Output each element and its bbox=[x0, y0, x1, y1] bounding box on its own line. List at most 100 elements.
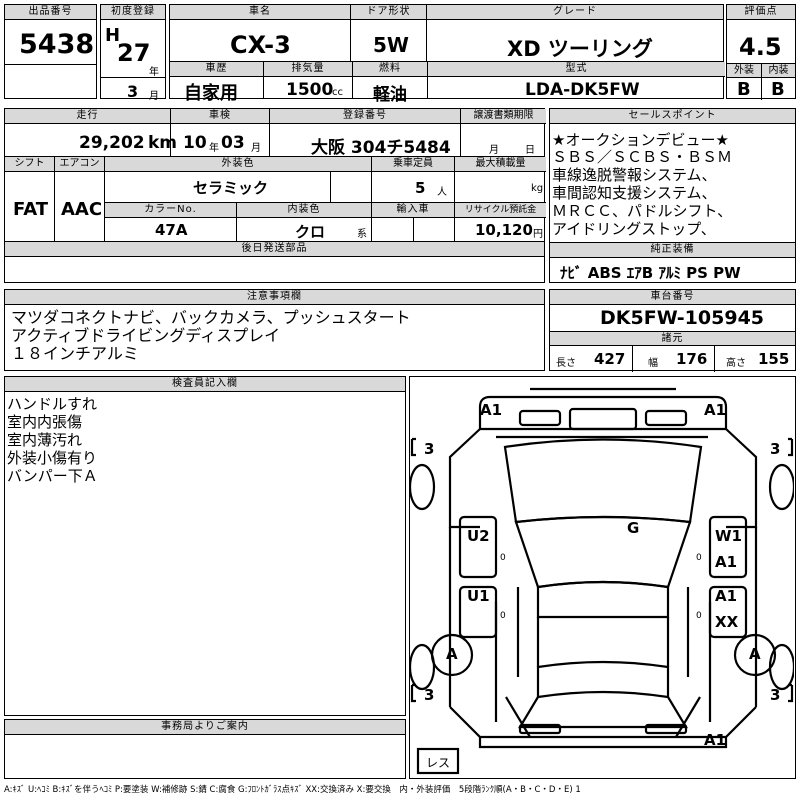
model-box: 車名 CX-3 bbox=[169, 4, 351, 62]
inspection-month: 03 bbox=[221, 133, 245, 153]
mileage-value: 29,202 bbox=[79, 133, 145, 153]
height-value: 155 bbox=[758, 350, 790, 368]
dmg-door-rr-2: XX bbox=[715, 613, 739, 631]
tire-rr: 3 bbox=[770, 686, 781, 704]
recycle-label: リサイクル預託金 bbox=[455, 203, 546, 218]
zero-mark-1: 0 bbox=[500, 553, 506, 563]
ext-color-value: セラミック bbox=[193, 179, 269, 197]
grade-box: グレード XD ツーリング bbox=[426, 4, 724, 62]
chassis-label: 車台番号 bbox=[550, 290, 795, 305]
inspector-line-3: 室内薄汚れ bbox=[7, 431, 83, 449]
mileage-row: 走行 29,202 km 車検 10 年 03 月 登録番号 大阪 304チ54… bbox=[4, 108, 546, 158]
color-no-label: カラーNo. bbox=[105, 203, 236, 218]
shift-label: シフト bbox=[5, 157, 54, 172]
office-box: 事務局よりご案内 bbox=[4, 719, 406, 779]
first-reg-year-unit: 年 bbox=[149, 67, 159, 78]
notes-box: 注意事項欄 マツダコネクトナビ、バックカメラ、プッシュスタート アクティブドライ… bbox=[4, 289, 545, 371]
lot-number: 5438 bbox=[19, 29, 95, 60]
first-reg-era: H bbox=[105, 25, 121, 46]
tire-fr: 3 bbox=[770, 440, 781, 458]
inspection-month-unit: 月 bbox=[251, 143, 261, 154]
score-box: 評価点 4.5 外装 内装 B B bbox=[726, 4, 796, 100]
mileage-label: 走行 bbox=[5, 109, 170, 124]
score-int-label: 内装 bbox=[761, 63, 795, 78]
sales-points-box: セールスポイント ★オークションデビュー★ ＳＢＳ／ＳＣＢＳ・ＢＳＭ 車線逸脱警… bbox=[549, 108, 796, 243]
type-value: LDA-DK5FW bbox=[525, 80, 640, 100]
car-diagram: A1 A1 3 3 G U2 W1 A1 0 0 U1 A1 XX 0 0 A … bbox=[409, 376, 796, 779]
fuel-value: 軽油 bbox=[373, 85, 407, 105]
fuel-label: 燃料 bbox=[353, 62, 427, 77]
aircon-label: エアコン bbox=[55, 157, 104, 172]
recycle-value: 10,120 bbox=[475, 221, 533, 239]
first-reg-label: 初度登録 bbox=[101, 5, 165, 20]
first-reg-year: 27 bbox=[117, 39, 151, 67]
length-label: 長さ bbox=[556, 358, 576, 369]
legend: A:ｷｽﾞ U:ﾍｺﾐ B:ｷｽﾞを伴うﾍｺﾐ P:要塗装 W:補修跡 S:錆 … bbox=[4, 785, 581, 795]
doors-value: 5W bbox=[373, 33, 409, 57]
car-outline-svg bbox=[410, 387, 794, 775]
history-row: 車歴 自家用 排気量 1500 cc 燃料 軽油 型式 LDA-DK5FW bbox=[169, 61, 725, 105]
width-label: 幅 bbox=[648, 358, 658, 369]
inspector-box: 検査員記入欄 ハンドルすれ 室内内張傷 室内薄汚れ 外装小傷有り バンパー下Ａ bbox=[4, 376, 406, 716]
dmg-wheel-left: A bbox=[446, 645, 458, 663]
transfer-day-unit: 日 bbox=[525, 145, 535, 156]
later-parts-box: 後日発送部品 bbox=[4, 241, 545, 283]
dmg-door-fr-1: W1 bbox=[715, 527, 742, 545]
int-color-unit: 系 bbox=[357, 229, 367, 240]
inspection-year: 10 bbox=[183, 133, 207, 153]
int-color-value: クロ bbox=[295, 223, 326, 241]
inspection-label: 車検 bbox=[171, 109, 269, 124]
capacity-value: 5 bbox=[415, 179, 426, 197]
mileage-unit: km bbox=[148, 133, 178, 153]
zero-mark-2: 0 bbox=[696, 553, 702, 563]
displacement-unit: cc bbox=[332, 87, 343, 98]
equipment-label: 純正装備 bbox=[550, 243, 795, 258]
zero-mark-4: 0 bbox=[696, 611, 702, 621]
transfer-label: 譲渡書類期限 bbox=[461, 109, 546, 124]
sales-point-line-1: ★オークションデビュー★ bbox=[552, 131, 729, 149]
dmg-wheel-right: A bbox=[749, 645, 761, 663]
type-label: 型式 bbox=[428, 62, 725, 77]
displacement-value: 1500 bbox=[286, 80, 334, 100]
doors-label: ドア形状 bbox=[351, 5, 426, 20]
first-reg-box: 初度登録 H 27 年 3 月 bbox=[100, 4, 166, 102]
notes-label: 注意事項欄 bbox=[5, 290, 544, 305]
dmg-door-rl: U1 bbox=[467, 587, 490, 605]
first-reg-month-unit: 月 bbox=[149, 91, 159, 102]
height-label: 高さ bbox=[726, 358, 746, 369]
score-ext-label: 外装 bbox=[727, 63, 761, 78]
dmg-front-left: A1 bbox=[480, 401, 503, 419]
grade-label: グレード bbox=[427, 5, 723, 20]
inspector-line-1: ハンドルすれ bbox=[7, 395, 98, 413]
recycle-unit: 円 bbox=[533, 229, 543, 240]
chassis-value: DK5FW-105945 bbox=[600, 307, 765, 329]
score-ext-value: B bbox=[737, 79, 751, 100]
zero-mark-3: 0 bbox=[500, 611, 506, 621]
first-reg-month: 3 bbox=[127, 82, 139, 101]
model-value: CX-3 bbox=[230, 31, 291, 59]
sales-point-line-4: 車間認知支援システム、 bbox=[552, 184, 717, 202]
length-value: 427 bbox=[594, 350, 626, 368]
transfer-month-unit: 月 bbox=[489, 145, 499, 156]
doors-box: ドア形状 5W bbox=[350, 4, 427, 62]
import-label: 輸入車 bbox=[372, 203, 454, 218]
lot-label: 出品番号 bbox=[5, 5, 96, 20]
equipment-value: ﾅﾋﾞ ABS ｴｱB ｱﾙﾐ PS PW bbox=[560, 264, 741, 282]
dmg-rear-right: A1 bbox=[704, 731, 727, 749]
model-label: 車名 bbox=[170, 5, 350, 20]
score-label: 評価点 bbox=[727, 5, 795, 20]
grade-value: XD ツーリング bbox=[507, 37, 653, 61]
inspector-line-5: バンパー下Ａ bbox=[7, 467, 98, 485]
rest-label: レス bbox=[426, 756, 451, 770]
capacity-unit: 人 bbox=[437, 187, 447, 198]
history-value: 自家用 bbox=[184, 83, 238, 104]
dmg-door-fl: U2 bbox=[467, 527, 490, 545]
equipment-box: 純正装備 ﾅﾋﾞ ABS ｴｱB ｱﾙﾐ PS PW bbox=[549, 242, 796, 283]
ext-color-label: 外装色 bbox=[105, 157, 371, 172]
history-label: 車歴 bbox=[170, 62, 263, 77]
sales-point-line-6: アイドリングストップ、 bbox=[552, 220, 716, 238]
int-color-label: 内装色 bbox=[237, 203, 371, 218]
notes-line-2: アクティブドライビングディスプレイ bbox=[11, 326, 281, 345]
inspector-line-4: 外装小傷有り bbox=[7, 449, 98, 467]
sales-points-label: セールスポイント bbox=[550, 109, 795, 124]
